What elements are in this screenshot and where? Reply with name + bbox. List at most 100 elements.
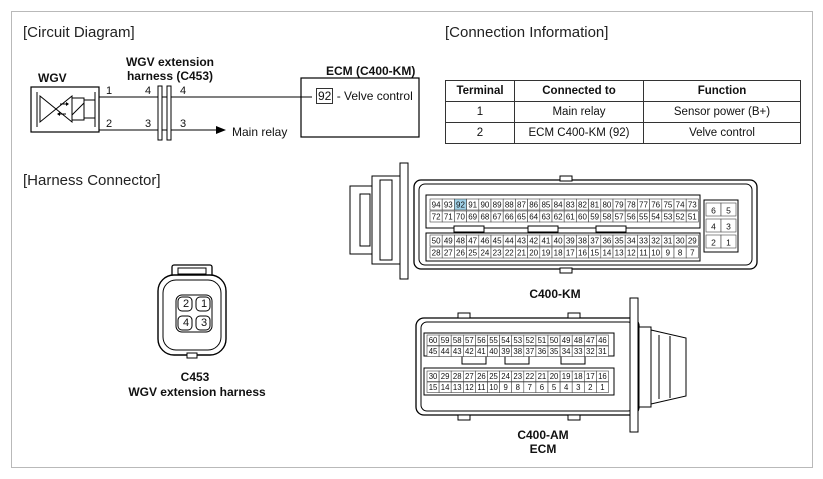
pin-number: 47 <box>586 336 595 345</box>
c453-right-pin-3: 3 <box>180 118 187 130</box>
pin-number: 29 <box>688 237 697 246</box>
pin-number: 37 <box>590 237 599 246</box>
pin-number: 13 <box>453 383 462 392</box>
pin-number: 44 <box>505 237 514 246</box>
c400-am-label: C400-AM <box>517 428 569 442</box>
c453-left-pin-3: 3 <box>145 118 152 130</box>
pin-number: 20 <box>550 372 559 381</box>
pin-number: 86 <box>529 201 538 210</box>
pin-number: 30 <box>429 372 438 381</box>
pin-number: 30 <box>676 237 685 246</box>
main-relay-label: Main relay <box>232 125 288 139</box>
pin-number: 11 <box>477 383 485 392</box>
pin-number: 31 <box>598 347 607 356</box>
pin-number: 58 <box>453 336 462 345</box>
pin-number: 3 <box>576 383 580 392</box>
table-cell-connected-to: ECM C400-KM (92) <box>514 122 644 144</box>
c453-connector-icon <box>157 264 227 359</box>
pin-number: 27 <box>465 372 474 381</box>
pin-number: 85 <box>541 201 550 210</box>
pin-number: 24 <box>501 372 510 381</box>
pin-number: 94 <box>432 201 441 210</box>
connection-info-table: Terminal Connected to Function 1 Main re… <box>445 80 801 144</box>
pin-number: 72 <box>432 213 441 222</box>
pin-number: 28 <box>432 249 441 258</box>
pin-number: 45 <box>493 237 502 246</box>
pin-number: 2 <box>711 238 716 248</box>
pin-number: 9 <box>503 383 507 392</box>
pin-number: 55 <box>639 213 648 222</box>
pin-number: 12 <box>627 249 636 258</box>
c453-pin-1: 1 <box>200 298 208 310</box>
pin-number: 58 <box>602 213 611 222</box>
pin-number: 31 <box>663 237 672 246</box>
pin-number: 56 <box>477 336 486 345</box>
pin-number: 13 <box>615 249 624 258</box>
pin-number: 50 <box>550 336 559 345</box>
pin-number: 32 <box>586 347 595 356</box>
table-row: 2 ECM C400-KM (92) Velve control <box>445 122 801 144</box>
ecm-title: ECM (C400-KM) <box>326 64 416 78</box>
pin-number: 37 <box>526 347 535 356</box>
pin-number: 44 <box>441 347 450 356</box>
pin-number: 51 <box>538 336 547 345</box>
pin-number: 49 <box>444 237 453 246</box>
pin-cell <box>720 234 737 249</box>
table-header-function: Function <box>643 80 801 102</box>
pin-number: 57 <box>465 336 474 345</box>
pin-number: 80 <box>602 201 611 210</box>
wgv-pin-2: 2 <box>106 118 113 130</box>
pin-number: 14 <box>441 383 450 392</box>
ecm-box <box>300 77 420 138</box>
pin-number: 88 <box>505 201 514 210</box>
pin-number: 35 <box>550 347 559 356</box>
pin-number: 25 <box>468 249 477 258</box>
pin-cell <box>596 345 609 357</box>
pin-number: 7 <box>528 383 532 392</box>
pin-number: 34 <box>627 237 636 246</box>
pin-number: 26 <box>477 372 486 381</box>
c453-pin-3: 3 <box>200 317 208 329</box>
pin-number: 46 <box>480 237 489 246</box>
extension-harness-title-line1: WGV extension <box>125 55 214 69</box>
pin-number: 62 <box>554 213 563 222</box>
pin-number: 64 <box>529 213 538 222</box>
pin-number: 19 <box>562 372 571 381</box>
pin-number: 42 <box>465 347 474 356</box>
c400-am-ecm-label: ECM <box>529 442 557 456</box>
pin-number: 60 <box>429 336 438 345</box>
pin-number: 82 <box>578 201 587 210</box>
pin-number: 65 <box>517 213 526 222</box>
pin-number: 6 <box>540 383 544 392</box>
pin-number: 83 <box>566 201 575 210</box>
pin-number: 42 <box>529 237 538 246</box>
wgv-box <box>30 86 100 133</box>
wgv-pin-1: 1 <box>106 85 113 97</box>
pin-number: 38 <box>513 347 522 356</box>
pin-number: 67 <box>493 213 502 222</box>
table-header-row: Terminal Connected to Function <box>445 80 801 102</box>
pin-number: 29 <box>441 372 450 381</box>
pin-number: 54 <box>651 213 660 222</box>
pin-number: 35 <box>615 237 624 246</box>
c400-km-label: C400-KM <box>529 287 581 301</box>
ecm-pin-number: 92 <box>316 88 334 104</box>
table-cell-terminal: 2 <box>445 122 515 144</box>
pin-number: 40 <box>489 347 498 356</box>
pin-number: 18 <box>554 249 563 258</box>
c453-pin-4: 4 <box>182 317 190 329</box>
wgv-label: WGV <box>38 71 67 85</box>
pin-number: 43 <box>517 237 526 246</box>
pin-number: 11 <box>639 249 648 258</box>
pin-number: 45 <box>429 347 438 356</box>
pin-number: 4 <box>711 222 716 232</box>
pin-number: 1 <box>600 383 604 392</box>
pin-number: 53 <box>513 336 522 345</box>
pin-number: 3 <box>726 222 731 232</box>
pin-number: 47 <box>468 237 477 246</box>
pin-number: 73 <box>688 201 697 210</box>
pin-number: 22 <box>526 372 535 381</box>
pin-number: 23 <box>513 372 522 381</box>
